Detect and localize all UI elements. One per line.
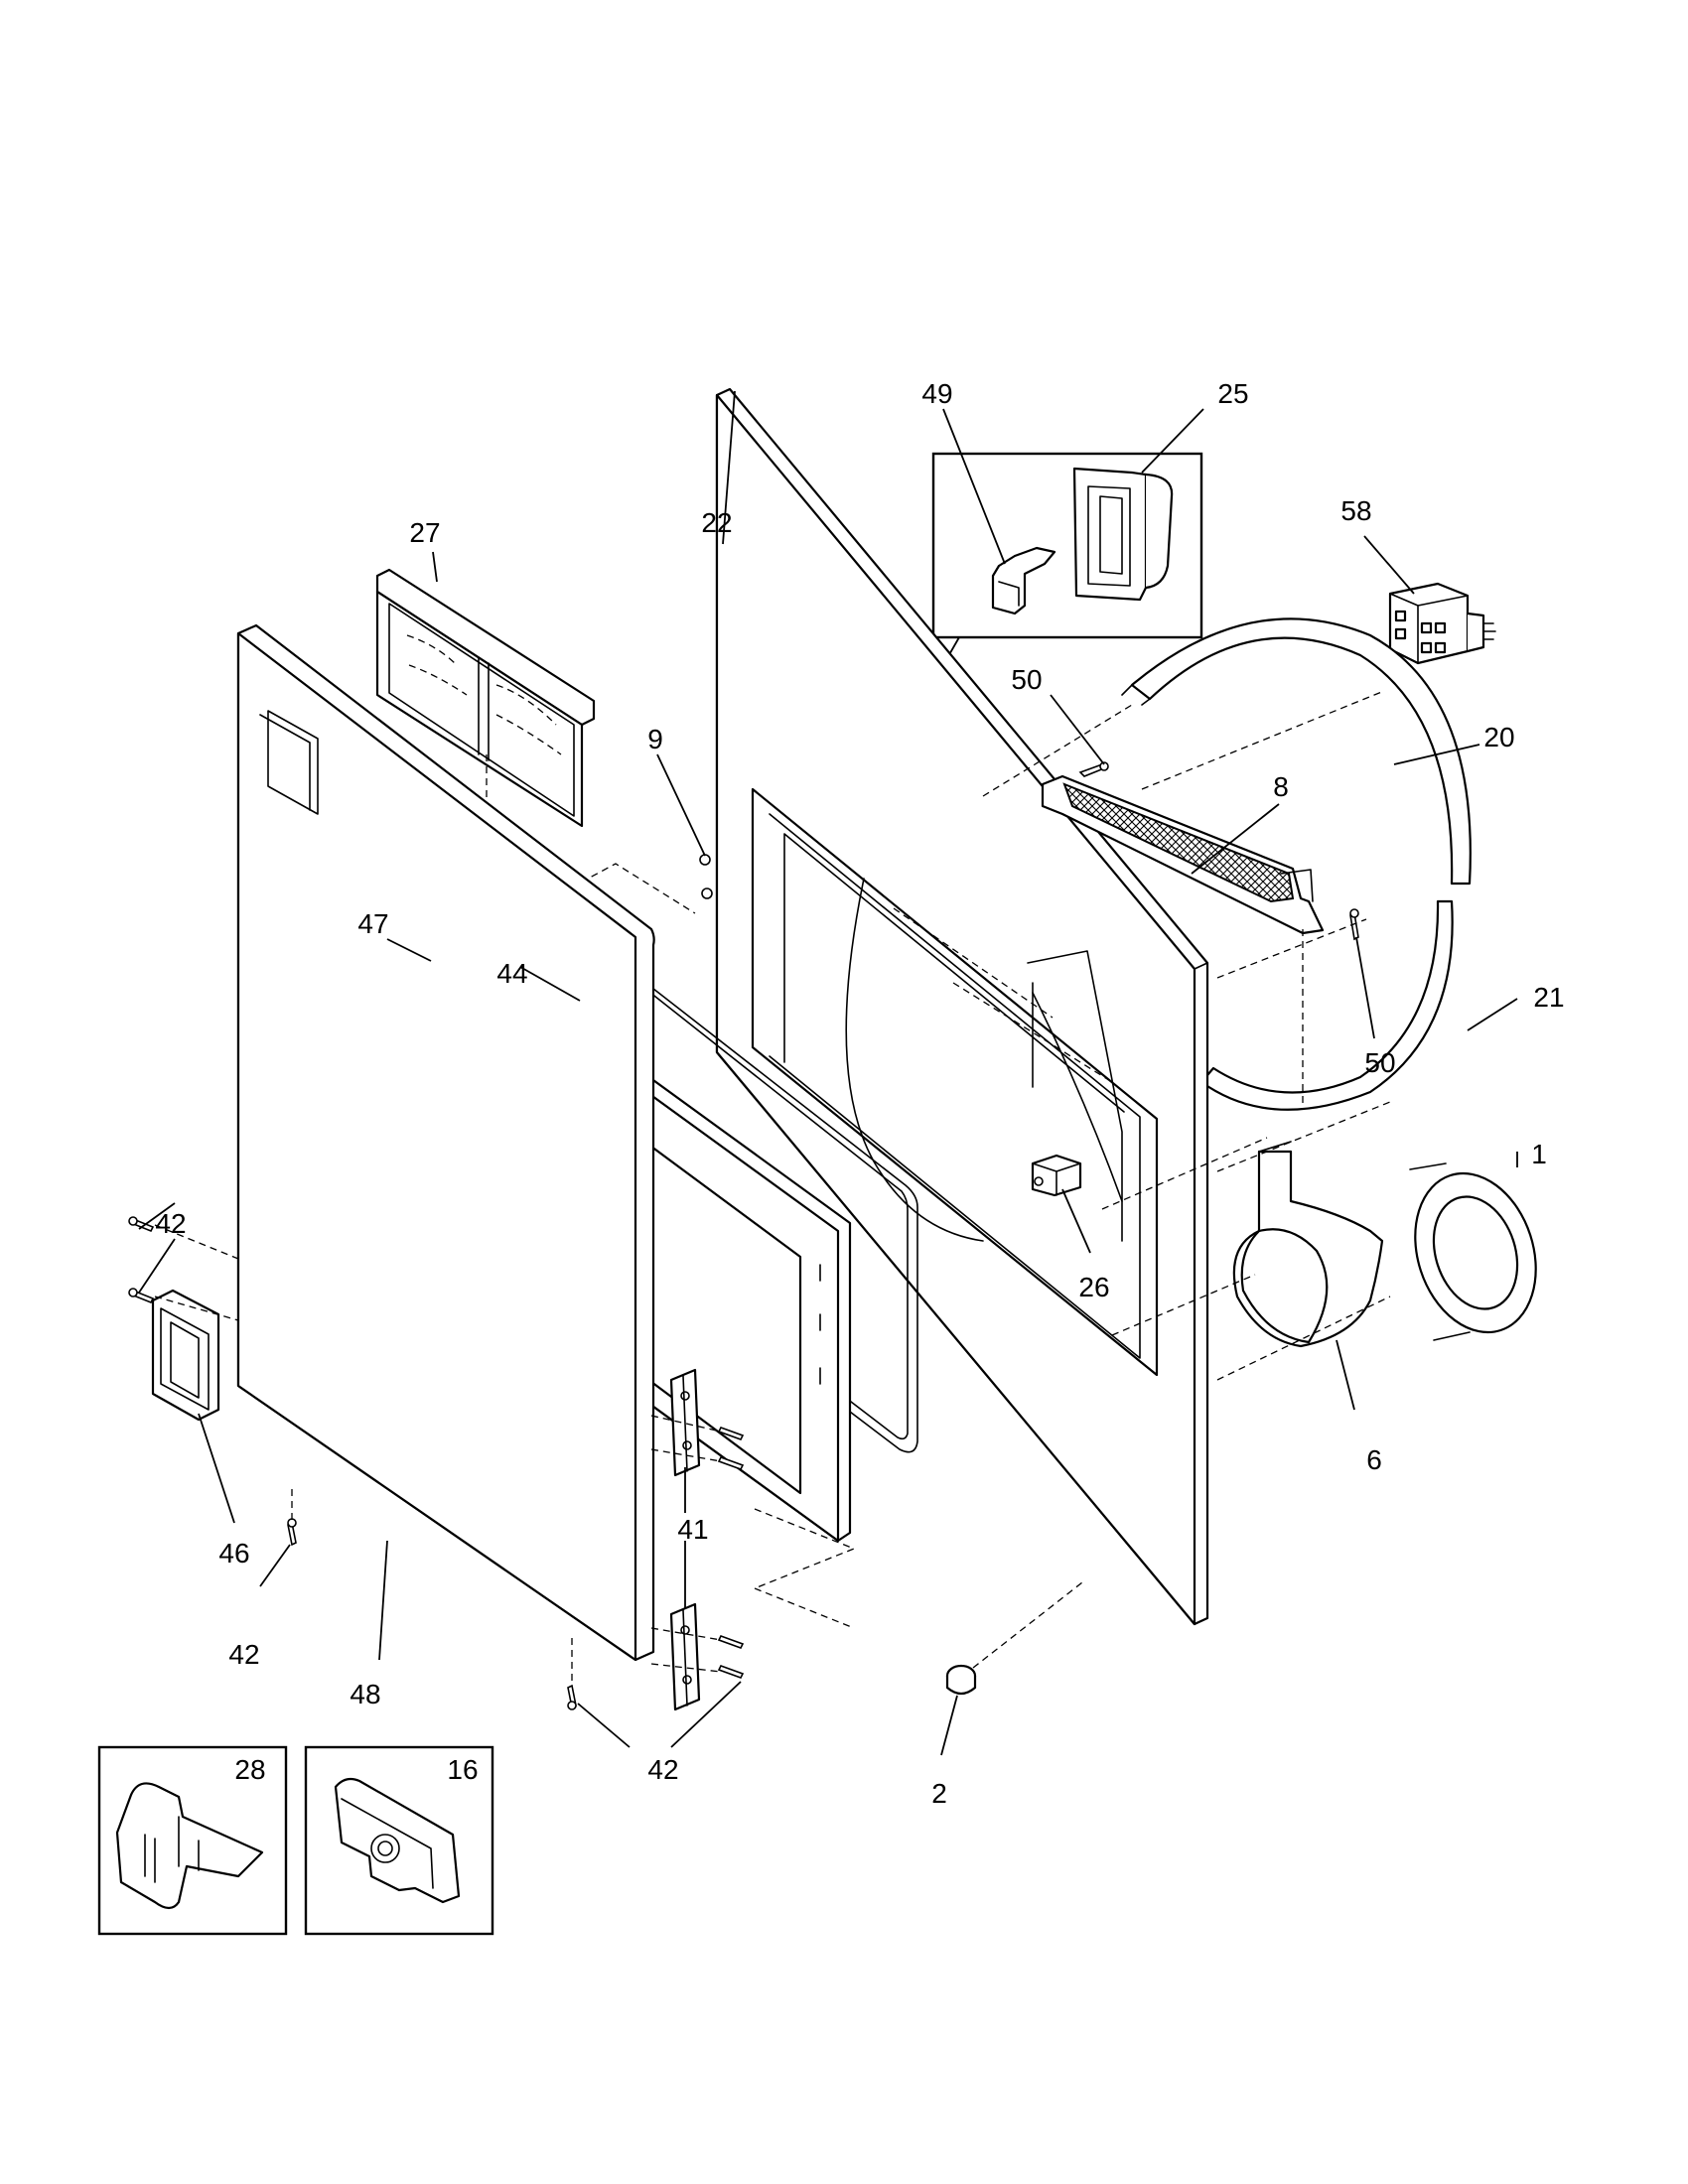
drum-duct-assembly	[845, 878, 1123, 1242]
plug-guide-line	[972, 1581, 1083, 1669]
callout-50-lower: 50	[1364, 1047, 1395, 1078]
plug-button-part	[945, 1664, 977, 1696]
callout-22: 22	[701, 507, 732, 538]
exhaust-duct-part	[1232, 1141, 1384, 1348]
outer-door-panel-part	[236, 623, 655, 1662]
callout-42-bottom: 42	[647, 1754, 678, 1785]
callout-8: 8	[1273, 771, 1289, 802]
door-latch-keeper-part	[991, 546, 1056, 615]
inset-box-28	[97, 1745, 288, 1936]
callout-46: 46	[218, 1538, 249, 1569]
screws-42	[128, 1216, 577, 1710]
callout-21: 21	[1533, 982, 1564, 1013]
callout-41: 41	[677, 1514, 708, 1545]
callout-1: 1	[1531, 1139, 1547, 1169]
door-handle-part	[151, 1289, 220, 1422]
callout-47: 47	[357, 908, 388, 939]
screw-9	[699, 854, 713, 899]
inset-box-16	[304, 1745, 494, 1936]
callout-58: 58	[1340, 495, 1371, 526]
callout-28: 28	[234, 1754, 265, 1785]
callout-44: 44	[496, 958, 527, 989]
lint-filter-screen-part	[1041, 774, 1325, 935]
callout-labels: 49 25 27 22 58 50 20 9 8 47 44 21 50 1 4…	[155, 378, 1564, 1809]
screw-50-lower	[1349, 908, 1359, 941]
screw-50-upper	[1078, 761, 1109, 777]
door-hinge-lower-part	[669, 1602, 701, 1711]
callout-6: 6	[1366, 1444, 1382, 1475]
callout-26: 26	[1078, 1272, 1109, 1302]
callout-20: 20	[1483, 722, 1514, 752]
callout-49: 49	[921, 378, 952, 409]
callout-50-upper: 50	[1011, 664, 1042, 695]
callout-leader-lines	[138, 390, 1518, 1756]
callout-42-left: 42	[155, 1208, 186, 1239]
callout-2: 2	[931, 1778, 947, 1809]
duct-seal-ring-part	[1409, 1162, 1537, 1341]
door-strike-housing-part	[1072, 467, 1174, 602]
hinge-screws	[650, 1415, 745, 1679]
callout-16: 16	[447, 1754, 478, 1785]
lint-filter-part	[375, 568, 596, 828]
door-switch-part	[1031, 1154, 1082, 1197]
callout-9: 9	[647, 724, 663, 754]
callout-48: 48	[350, 1679, 380, 1709]
switch-part	[1388, 582, 1496, 665]
callout-27: 27	[409, 517, 440, 548]
assembly-guide-lines	[754, 690, 1391, 1629]
callout-42-bottom-left: 42	[228, 1639, 259, 1670]
door-hinge-upper-part	[669, 1368, 701, 1477]
callout-25: 25	[1217, 378, 1248, 409]
